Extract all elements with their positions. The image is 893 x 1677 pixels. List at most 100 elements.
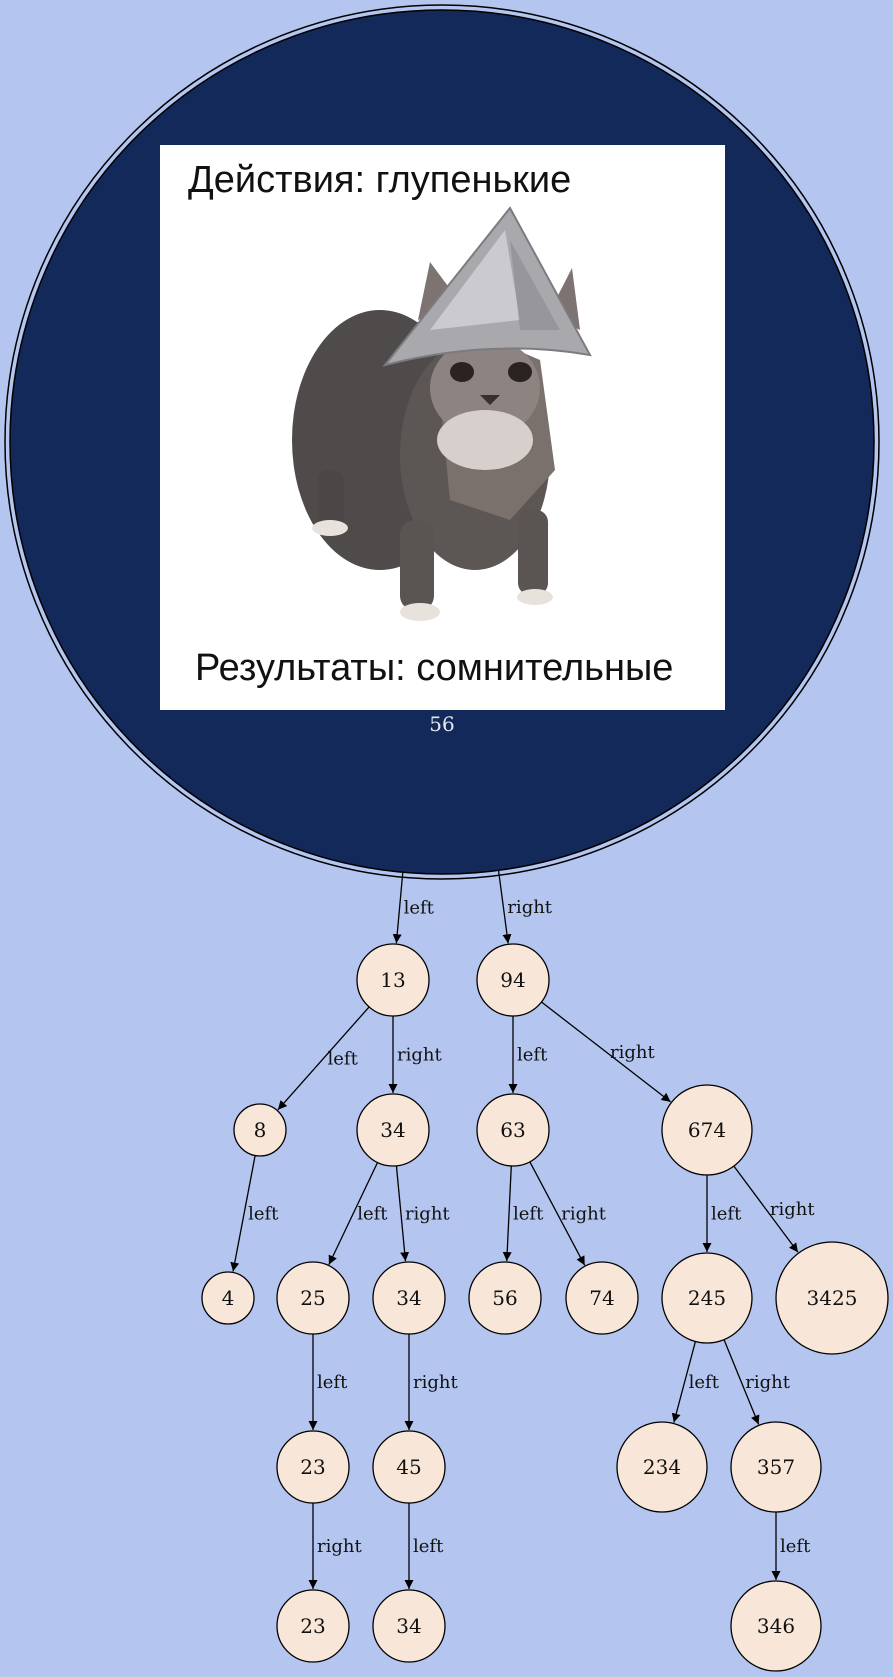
tree-node-circle (616, 1421, 708, 1513)
tree-node-circle (661, 1252, 753, 1344)
tree-node: 234 (616, 1421, 708, 1513)
tree-node-value: 8 (254, 1118, 267, 1142)
tree-node-value: 45 (396, 1455, 421, 1479)
root-node: Действия: глупенькие Результаты: сомните… (4, 4, 880, 880)
tree-node: 74 (565, 1261, 639, 1335)
tree-edge (733, 1165, 799, 1253)
tree-edge (497, 870, 512, 944)
tree-node-value: 674 (688, 1118, 726, 1142)
tree-node-circle (201, 1271, 255, 1325)
tree-node-circle (730, 1421, 822, 1513)
tree-edge (392, 872, 404, 944)
tree-edge (230, 1155, 256, 1272)
tree-node: 245 (661, 1252, 753, 1344)
root-value: 56 (429, 712, 454, 736)
tree-node-value: 234 (643, 1455, 681, 1479)
tree-node-value: 357 (757, 1455, 795, 1479)
tree-node-value: 346 (757, 1614, 795, 1638)
tree-node-circle (276, 1589, 350, 1663)
tree-edge-label: right (561, 1204, 606, 1225)
tree-node-value: 245 (688, 1286, 726, 1310)
tree-node-circle (372, 1430, 446, 1504)
tree-node: 94 (476, 943, 550, 1017)
tree-node-circle (730, 1580, 822, 1672)
tree-edge-label: left (328, 1048, 359, 1069)
nodes-layer: 13 94 8 34 63 674 4 25 34 56 74 245 3425 23 45 234 357 23… (201, 943, 889, 1672)
edges-layer: left right left right left right left left right… (230, 870, 815, 1589)
tree-edge (723, 1339, 760, 1425)
tree-edge (671, 1341, 697, 1423)
tree-node: 45 (372, 1430, 446, 1504)
meme-bottom-caption: Результаты: сомнительные (195, 647, 673, 689)
tree-node-value: 13 (380, 968, 405, 992)
tree-edge-label: right (745, 1372, 790, 1393)
tree-node: 4 (201, 1271, 255, 1325)
tree-node: 56 (468, 1261, 542, 1335)
tree-node-value: 4 (222, 1286, 235, 1310)
tree-edge (541, 1001, 672, 1103)
tree-node: 8 (233, 1103, 287, 1157)
tree-node: 357 (730, 1421, 822, 1513)
tree-node-circle (372, 1589, 446, 1663)
tree-node: 34 (372, 1589, 446, 1663)
tree-node-circle (356, 1093, 430, 1167)
tree-edge (529, 1161, 586, 1266)
tree-edge (395, 1165, 410, 1262)
tree-node-circle (356, 943, 430, 1017)
tree-node: 63 (476, 1093, 550, 1167)
meme-top-caption: Действия: глупенькие (188, 159, 571, 201)
tree-edge-label: left (689, 1372, 720, 1393)
meme-image: Действия: глупенькие Результаты: сомните… (160, 145, 725, 710)
tree-edge-label: left (413, 1536, 444, 1557)
tree-node-value: 23 (300, 1614, 325, 1638)
tree-edge-label: right (507, 897, 552, 918)
tree-edge (502, 1165, 512, 1262)
tree-node: 674 (661, 1084, 753, 1176)
tree-node-value: 34 (396, 1614, 421, 1638)
tree-edge-label: left (513, 1204, 544, 1225)
tree-node-value: 23 (300, 1455, 325, 1479)
tree-node-value: 25 (300, 1286, 325, 1310)
tree-node-value: 56 (492, 1286, 517, 1310)
tree-edge-label: right (770, 1199, 815, 1220)
tree-node: 346 (730, 1580, 822, 1672)
cat-illustration (292, 206, 592, 621)
tree-edge-label: left (357, 1204, 388, 1225)
tree-edge-label: right (317, 1536, 362, 1557)
tree-node-circle (468, 1261, 542, 1335)
tree-node: 25 (276, 1261, 350, 1335)
tree-edge-label: left (517, 1045, 548, 1066)
tree-node-circle (661, 1084, 753, 1176)
tree-edge-label: left (404, 898, 435, 919)
tree-node-circle (233, 1103, 287, 1157)
tree-node-value: 34 (380, 1118, 405, 1142)
tree-edge-label: right (610, 1042, 655, 1063)
tree-node-circle (476, 1093, 550, 1167)
tree-edge-label: right (413, 1372, 458, 1393)
tree-node-value: 3425 (807, 1286, 858, 1310)
tree-node-circle (276, 1261, 350, 1335)
tree-edge-label: right (405, 1204, 450, 1225)
tree-node-value: 63 (500, 1118, 525, 1142)
root-outer-ring (4, 4, 880, 880)
tree-node: 23 (276, 1589, 350, 1663)
tree-node: 23 (276, 1430, 350, 1504)
tree-node: 34 (356, 1093, 430, 1167)
tree-node-circle (565, 1261, 639, 1335)
tree-node-value: 34 (396, 1286, 421, 1310)
tree-edge (328, 1162, 379, 1265)
tree-edge-label: right (397, 1045, 442, 1066)
tree-edge (277, 1006, 370, 1111)
tree-edge-label: left (248, 1204, 279, 1225)
tree-edge-label: left (780, 1536, 811, 1557)
tree-edge-label: left (317, 1372, 348, 1393)
tree-edge-label: left (711, 1204, 742, 1225)
tree-node: 13 (356, 943, 430, 1017)
tree-node-circle (276, 1430, 350, 1504)
tree-node: 3425 (775, 1241, 889, 1355)
tree-node-value: 74 (589, 1286, 614, 1310)
tree-node-value: 94 (500, 968, 525, 992)
tree-node-circle (775, 1241, 889, 1355)
